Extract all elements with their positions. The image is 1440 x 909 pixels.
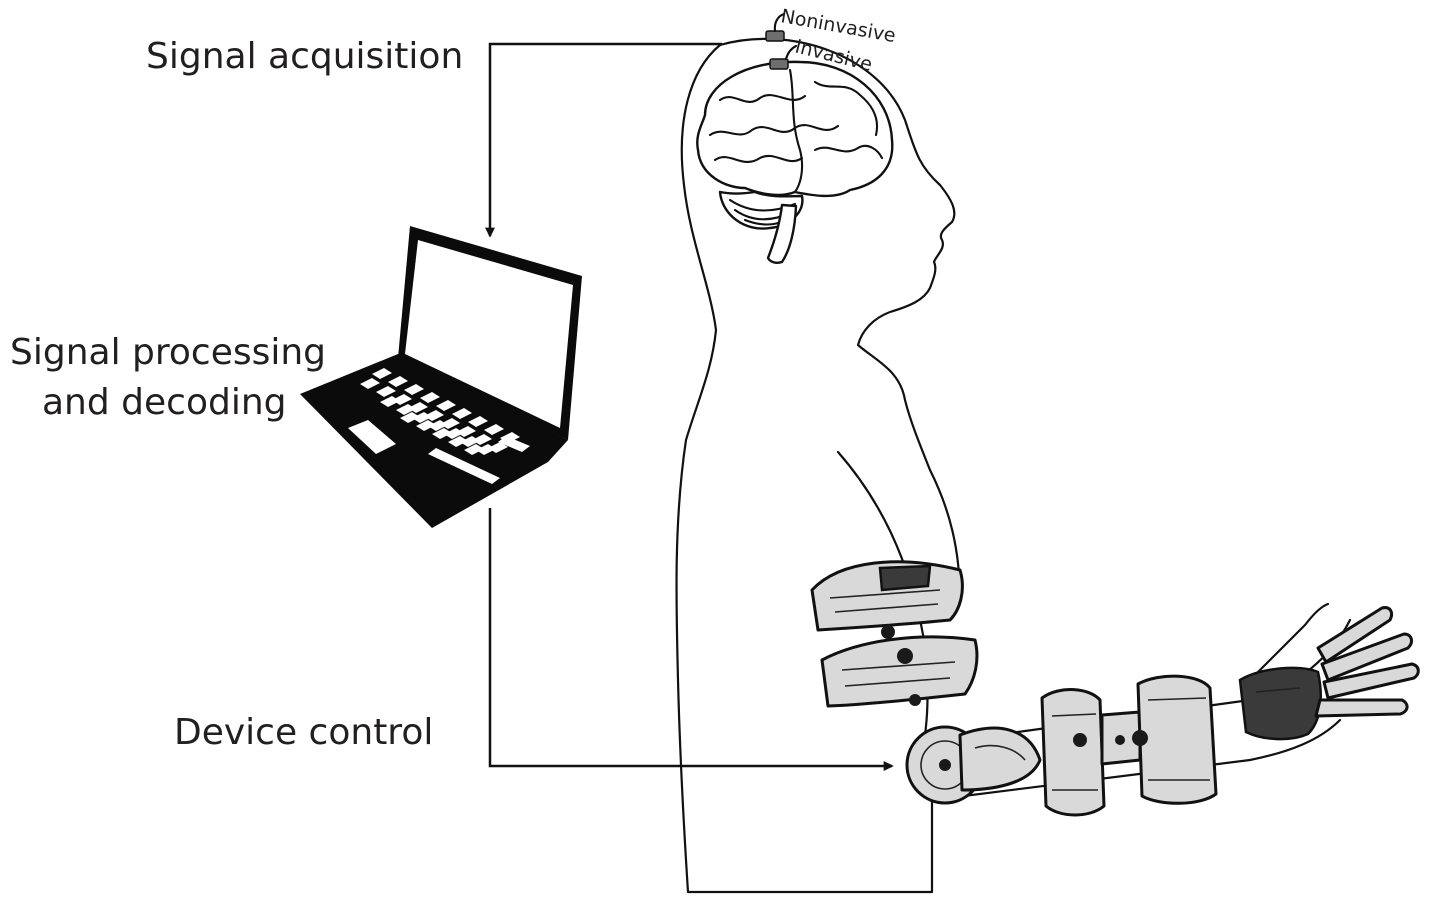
- acquisition-to-processing-arrow: [485, 42, 722, 238]
- processing-to-device-arrow: [488, 508, 894, 771]
- touchpad: [348, 420, 396, 454]
- brain-illustration: [696, 60, 894, 264]
- exoskeleton-arm: [810, 560, 1420, 817]
- device-control-label: Device control: [174, 712, 433, 753]
- invasive-electrode: [769, 44, 798, 70]
- signal-acquisition-label: Signal acquisition: [146, 36, 463, 77]
- laptop-icon: [300, 226, 582, 528]
- noninvasive-electrode: [765, 12, 786, 42]
- signal-processing-label-line2: and decoding: [42, 382, 287, 423]
- keyboard: [360, 368, 530, 484]
- signal-processing-label-line1: Signal processing: [10, 332, 326, 373]
